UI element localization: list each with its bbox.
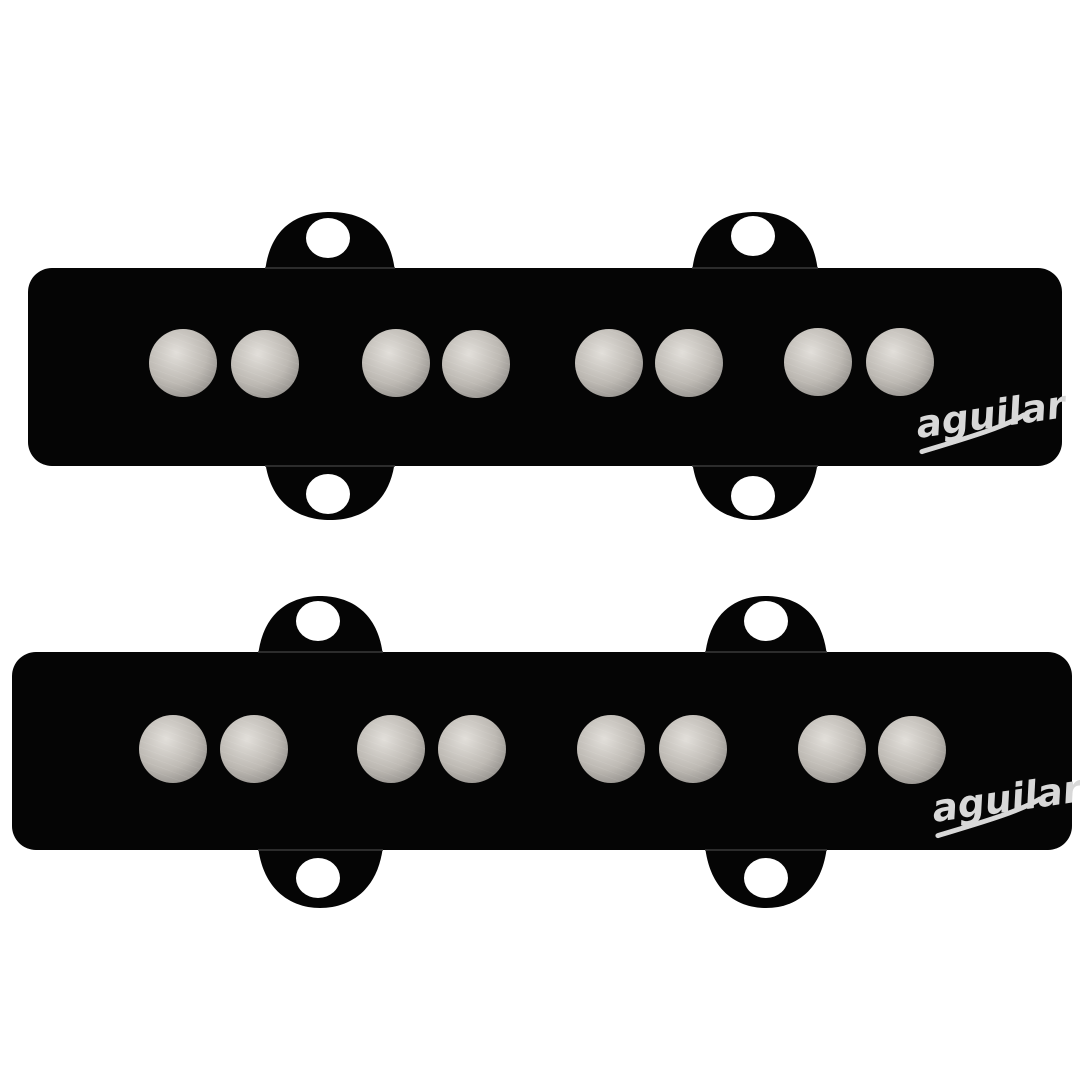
- mounting-ear-bottom-right: [692, 460, 818, 520]
- pickup-top: aguilar: [28, 212, 1070, 520]
- screw-hole-icon: [296, 858, 340, 898]
- mounting-ear-bottom-left: [258, 846, 383, 908]
- pickup-bottom: aguilar: [12, 596, 1080, 908]
- mounting-ear-bottom-left: [265, 460, 395, 520]
- screw-hole-icon: [731, 216, 775, 256]
- screw-hole-icon: [306, 474, 350, 514]
- screw-hole-icon: [306, 218, 350, 258]
- screw-hole-icon: [296, 601, 340, 641]
- mounting-ear-top-left: [258, 596, 383, 656]
- screw-hole-icon: [744, 601, 788, 641]
- pickup-cover: [12, 652, 1072, 850]
- mounting-ear-top-left: [265, 212, 395, 272]
- screw-hole-icon: [731, 476, 775, 516]
- mounting-ear-top-right: [692, 212, 818, 272]
- mounting-ear-top-right: [705, 596, 827, 656]
- mounting-ear-bottom-right: [705, 846, 827, 908]
- pickup-cover: [28, 268, 1062, 466]
- screw-hole-icon: [744, 858, 788, 898]
